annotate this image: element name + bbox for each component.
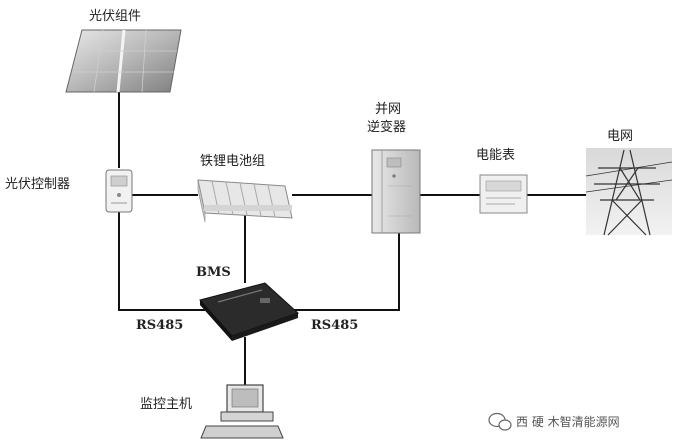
wechat-icon — [488, 412, 512, 431]
inverter-label-line1: 并网 — [375, 102, 402, 117]
meter-label: 电能表 — [476, 148, 516, 163]
inverter-label-line2: 逆变器 — [367, 120, 407, 135]
host-label: 监控主机 — [140, 397, 193, 412]
controller-box-icon — [105, 169, 133, 213]
pv-module-label: 光伏组件 — [89, 9, 142, 24]
power-tower-icon — [585, 148, 673, 236]
connection-lines — [118, 92, 586, 385]
watermark-text: 西 硬 木智清能源网 — [516, 415, 620, 429]
solar-panel-icon — [65, 29, 182, 93]
rs485-right-label: RS485 — [311, 318, 359, 333]
pv-controller-label: 光伏控制器 — [5, 177, 71, 192]
grid-label: 电网 — [607, 129, 634, 144]
battery-pack-icon — [197, 179, 293, 223]
inverter-cabinet-icon — [371, 149, 421, 234]
battery-label: 铁锂电池组 — [200, 154, 266, 169]
bms-label: BMS — [196, 265, 231, 280]
rs485-left-label: RS485 — [136, 318, 184, 333]
energy-meter-icon — [479, 174, 528, 214]
bms-unit-icon — [199, 282, 299, 341]
rs485-right-line — [294, 233, 400, 311]
rs485-left-line — [118, 212, 205, 311]
computer-icon — [200, 384, 284, 439]
